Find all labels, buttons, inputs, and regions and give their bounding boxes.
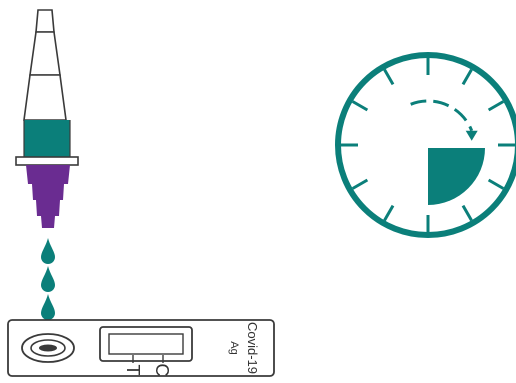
test-cassette-icon: T C Covid-19 Ag <box>8 320 274 377</box>
liquid-drop-icon <box>41 266 55 292</box>
liquid-drop-icon <box>41 238 55 264</box>
clock-timer-icon <box>338 55 516 235</box>
cassette-type-label: Ag <box>228 341 240 354</box>
control-line-label: C <box>152 364 172 377</box>
cassette-brand-label: Covid-19 <box>245 322 260 374</box>
clock-face <box>338 55 516 235</box>
liquid-drops <box>41 238 55 320</box>
dropper-bottle-icon <box>16 10 78 228</box>
liquid-drop-icon <box>41 294 55 320</box>
test-line-label: T <box>123 365 143 376</box>
dropper-purple-tip <box>26 165 70 228</box>
